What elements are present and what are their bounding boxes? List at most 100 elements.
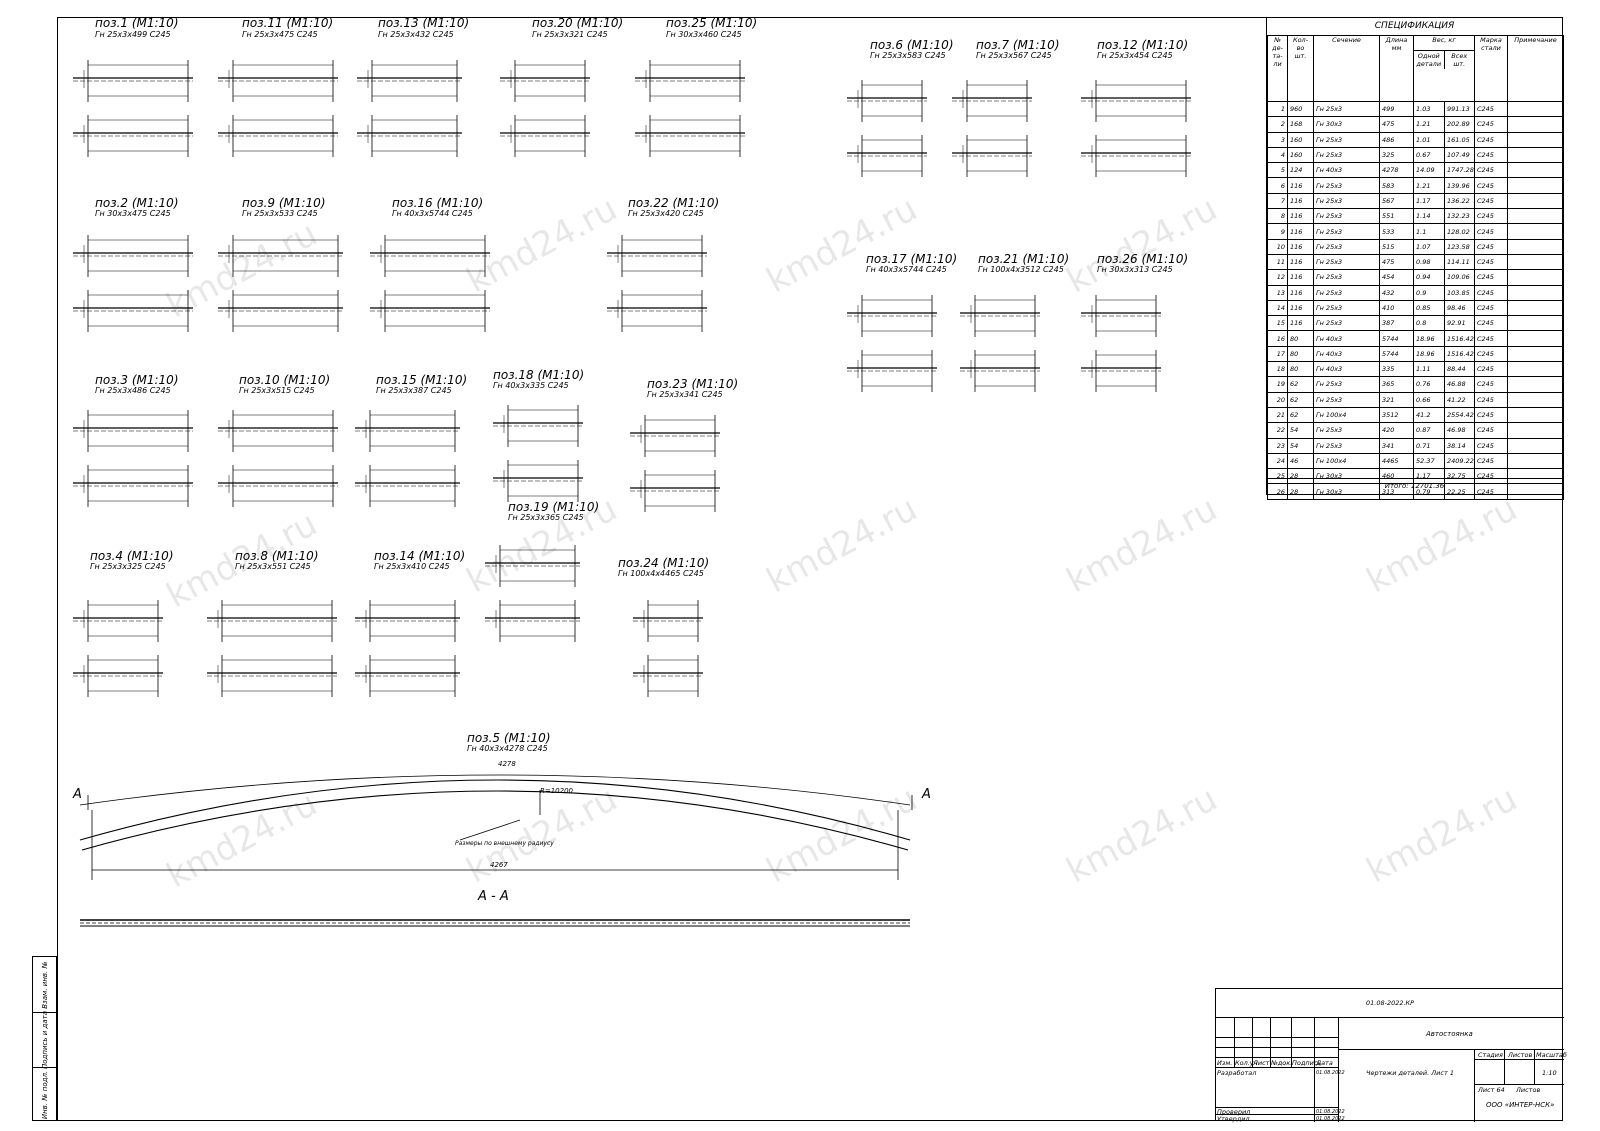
spec-cell: Гн 25х3 <box>1313 131 1380 148</box>
spec-cell: 114.11 <box>1444 253 1475 271</box>
part-detail-view <box>952 80 1032 177</box>
spec-cell: 18.96 <box>1413 345 1445 363</box>
part-detail-view <box>218 410 338 507</box>
spec-cell: 22.25 <box>1444 483 1475 500</box>
spec-cell: 454 <box>1379 269 1414 286</box>
spec-cell: Гн 25х3 <box>1313 422 1380 439</box>
spec-cell: 1.01 <box>1413 131 1445 148</box>
drawing-frame <box>57 17 1563 1121</box>
part-subtitle: Гн 25х3х551 С245 <box>235 562 311 571</box>
spec-cell: 62 <box>1287 391 1314 408</box>
spec-cell: 4465 <box>1379 452 1414 470</box>
part-subtitle: Гн 25х3х420 С245 <box>628 209 704 218</box>
part-detail-view <box>218 235 343 332</box>
spec-cell: 0.85 <box>1413 299 1445 317</box>
spec-cell: 202.89 <box>1444 116 1475 133</box>
spec-cell: 14 <box>1267 299 1288 317</box>
specification-table: СПЕЦИФИКАЦИЯ № де-та-ли Кол-во шт. Сечен… <box>1266 17 1564 500</box>
spec-cell: 3 <box>1267 131 1288 148</box>
arch-note: Размеры по внешнему радиусу <box>455 840 554 847</box>
spec-cell <box>1507 452 1564 470</box>
spec-cell: 0.87 <box>1413 422 1445 439</box>
spec-cell <box>1507 299 1564 317</box>
spec-cell: 515 <box>1379 238 1414 255</box>
spec-cell: 109.06 <box>1444 269 1475 286</box>
spec-cell: С245 <box>1474 361 1508 378</box>
spec-cell: 533 <box>1379 223 1414 240</box>
section-mark-left: А <box>72 787 82 802</box>
part-title: поз.22 (М1:10) <box>628 196 720 210</box>
part-title: поз.23 (М1:10) <box>647 377 739 391</box>
spec-cell: С245 <box>1474 253 1508 271</box>
part-detail-view <box>635 60 745 157</box>
spec-cell: С245 <box>1474 269 1508 286</box>
spec-cell: С245 <box>1474 238 1508 255</box>
spec-header-grade: Марка стали <box>1474 35 1508 102</box>
part-subtitle: Гн 25х3х387 С245 <box>376 386 452 395</box>
spec-cell: 23 <box>1267 437 1288 454</box>
spec-cell: 4278 <box>1379 162 1414 179</box>
spec-cell: С245 <box>1474 422 1508 439</box>
spec-cell: 116 <box>1287 299 1314 317</box>
part-detail-view <box>500 60 590 157</box>
spec-header-weight-one: Одной детали <box>1415 51 1445 69</box>
title-block: 01.08-2022.КР Автостоянка Чертежи детале… <box>1215 988 1567 1123</box>
part-title: поз.24 (М1:10) <box>618 556 710 570</box>
spec-cell: С245 <box>1474 437 1508 454</box>
spec-cell: 5 <box>1267 162 1288 179</box>
spec-cell: 116 <box>1287 192 1314 210</box>
part-title: поз.8 (М1:10) <box>235 549 319 563</box>
arch-outer <box>79 779 911 841</box>
spec-cell: Гн 25х3 <box>1313 315 1380 332</box>
side-stamp: Взам. инв. № Подпись и дата Инв. № подл. <box>32 956 57 1121</box>
part-title: поз.26 (М1:10) <box>1097 252 1189 266</box>
spec-cell: С245 <box>1474 208 1508 225</box>
spec-cell: 28 <box>1287 483 1314 500</box>
spec-cell <box>1507 406 1564 424</box>
spec-cell: С245 <box>1474 315 1508 332</box>
arch-dimension-arc <box>79 774 911 806</box>
part-subtitle: Гн 25х3х341 С245 <box>647 390 723 399</box>
section-mark-right: А <box>921 787 931 802</box>
spec-cell: С245 <box>1474 162 1508 179</box>
part-subtitle: Гн 100х4х4465 С245 <box>618 569 704 578</box>
spec-cell: 13 <box>1267 284 1288 301</box>
part-detail-view <box>630 415 720 512</box>
spec-cell <box>1507 330 1564 347</box>
spec-cell: 21 <box>1267 406 1288 424</box>
spec-cell: 0.71 <box>1413 437 1445 454</box>
part-title: поз.3 (М1:10) <box>95 373 179 387</box>
stamp-h-list: Лист <box>1253 1059 1270 1067</box>
arch-chord: 4267 <box>490 861 508 869</box>
part-subtitle: Гн 25х3х567 С245 <box>976 51 1052 60</box>
stamp-h-data: Дата <box>1316 1059 1333 1067</box>
spec-cell: Гн 40х3 <box>1313 330 1380 347</box>
spec-cell: 1.11 <box>1413 361 1445 378</box>
part-subtitle: Гн 25х3х515 С245 <box>239 386 315 395</box>
spec-cell: 0.94 <box>1413 269 1445 286</box>
spec-cell: Гн 25х3 <box>1313 208 1380 225</box>
part-title: поз.7 (М1:10) <box>976 38 1060 52</box>
spec-cell <box>1507 162 1564 179</box>
stamp-scale: 1:10 <box>1542 1069 1557 1077</box>
spec-cell: Гн 25х3 <box>1313 391 1380 408</box>
part-subtitle: Гн 25х3х486 С245 <box>95 386 171 395</box>
part-subtitle: Гн 40х3х4278 С245 <box>467 744 548 753</box>
spec-cell <box>1507 284 1564 301</box>
part-detail-view <box>607 235 707 332</box>
spec-cell: 313 <box>1379 483 1414 500</box>
spec-cell: 168 <box>1287 116 1314 133</box>
spec-cell: С245 <box>1474 284 1508 301</box>
spec-cell: С245 <box>1474 299 1508 317</box>
spec-cell: С245 <box>1474 100 1508 118</box>
